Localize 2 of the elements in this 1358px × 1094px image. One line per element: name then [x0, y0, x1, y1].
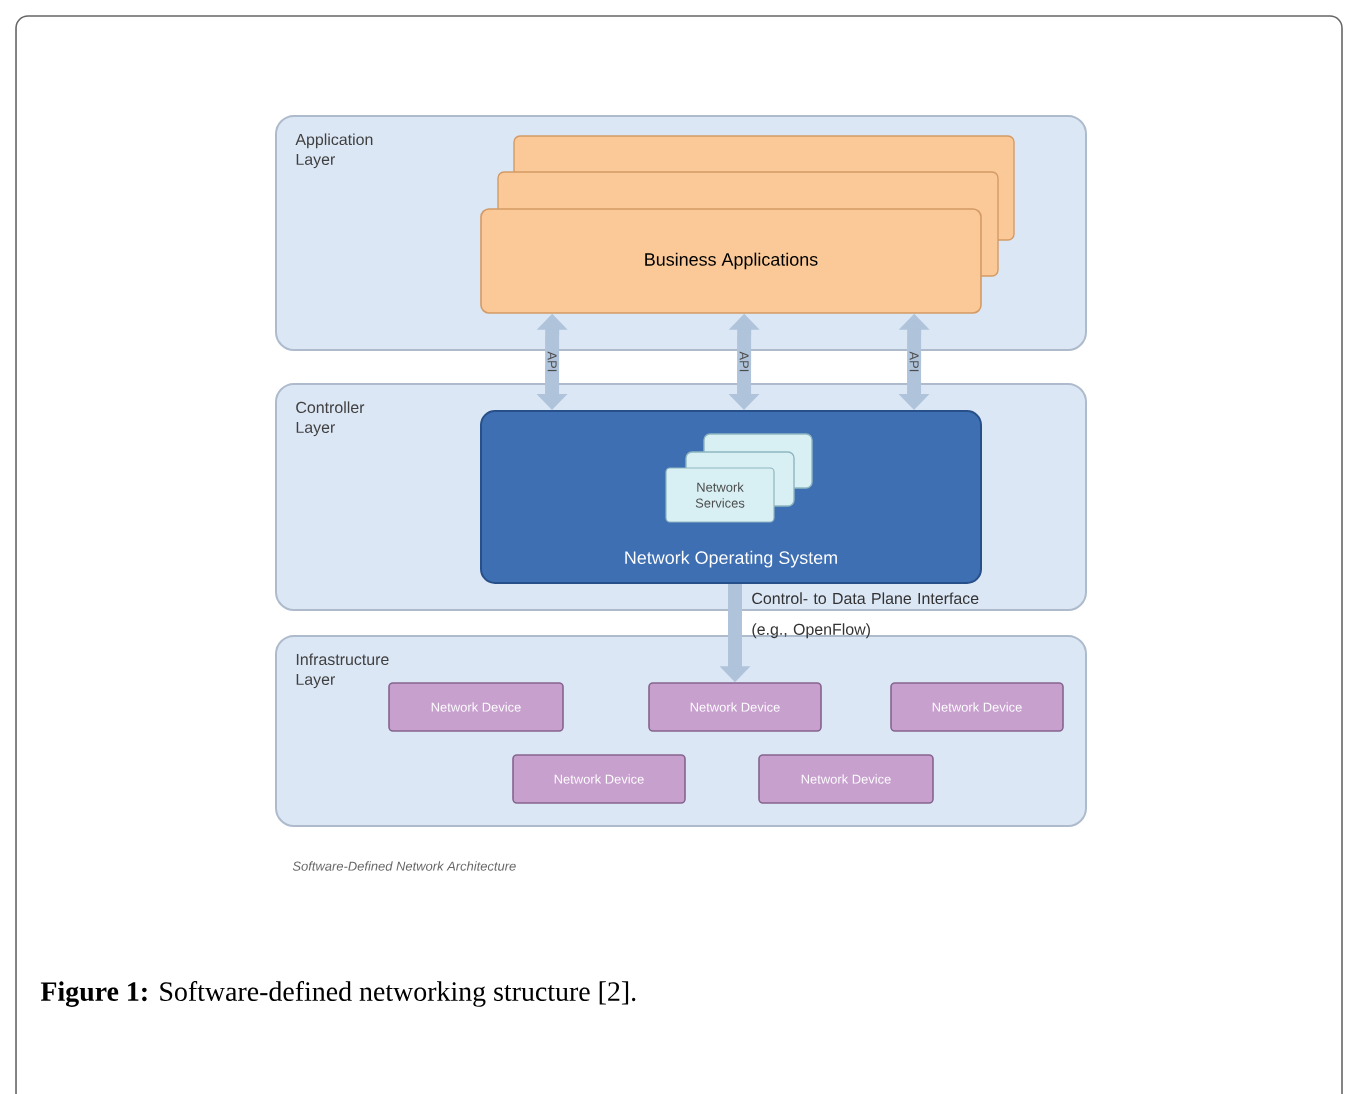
- figure-caption: Figure 1: Software-defined networking structure [2].: [40, 981, 636, 1007]
- application-stack: Business Applications: [480, 135, 1015, 314]
